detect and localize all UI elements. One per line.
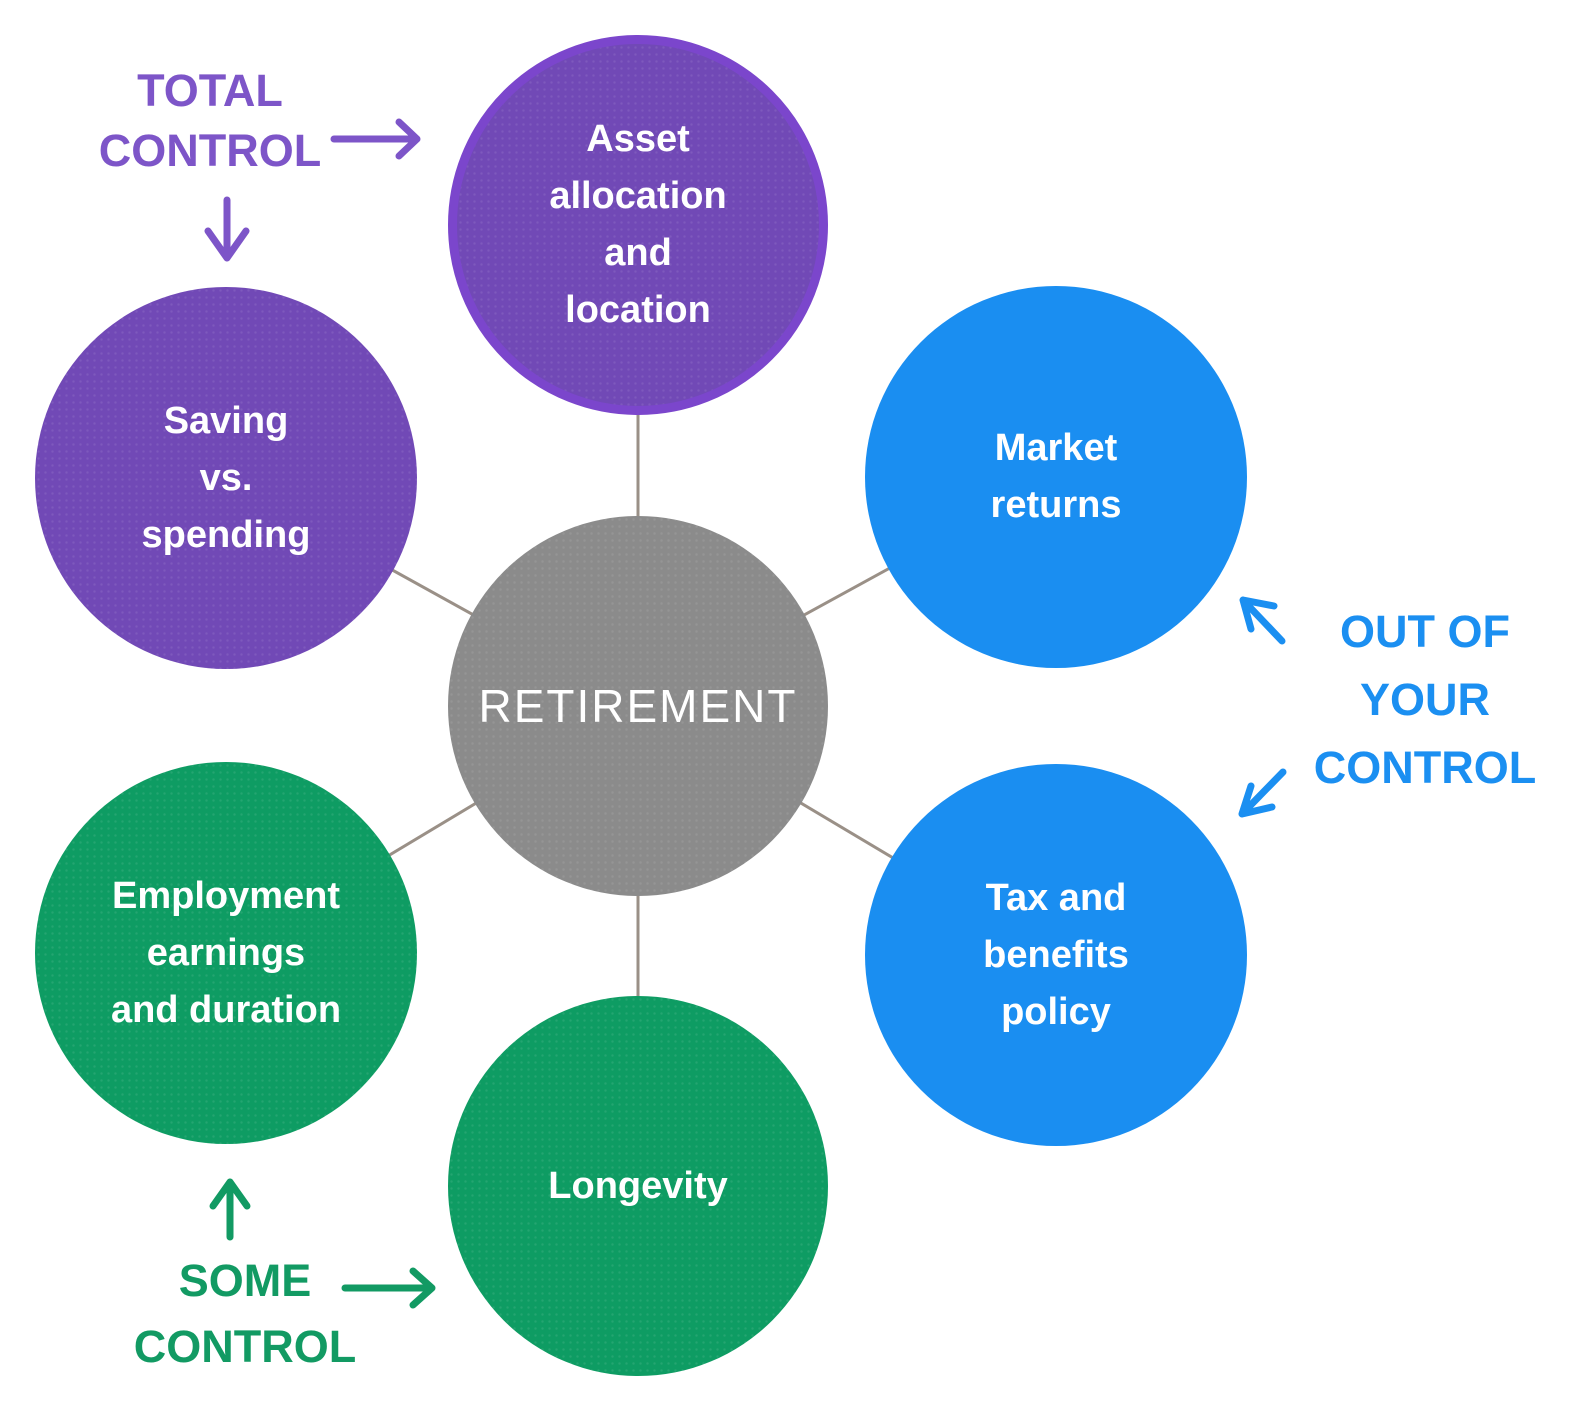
arrow-down-left-icon (1238, 768, 1287, 818)
annotation-out-of-your-control: OUT OF YOUR CONTROL (1313, 606, 1537, 793)
node-tax-benefits-policy: Tax and benefits policy (865, 764, 1247, 1146)
node-saving-vs-spending-label: Saving vs. spending (141, 399, 311, 556)
node-market-returns: Market returns (865, 286, 1247, 668)
annotation-some-control: SOME CONTROL (133, 1255, 357, 1372)
node-asset-allocation: Asset allocation and location (448, 35, 828, 415)
node-asset-allocation-label: Asset allocation and location (549, 118, 727, 331)
node-retirement-center: RETIREMENT (448, 516, 828, 896)
node-retirement-center-label: RETIREMENT (478, 680, 798, 732)
arrow-right-icon (330, 118, 421, 160)
annotation-total-control: TOTAL CONTROL (98, 65, 322, 176)
node-longevity: Longevity (448, 996, 828, 1376)
node-saving-vs-spending: Saving vs. spending (35, 287, 417, 669)
node-longevity-label: Longevity (548, 1164, 728, 1207)
node-tax-benefits-policy-label: Tax and benefits policy (983, 876, 1129, 1033)
arrow-down-icon (204, 196, 250, 262)
node-employment-earnings: Employment earnings and duration (35, 762, 417, 1144)
arrow-up-icon (209, 1178, 251, 1241)
node-employment-earnings-label: Employment earnings and duration (110, 874, 342, 1031)
node-market-returns-label: Market returns (990, 427, 1122, 526)
arrow-up-left-icon (1239, 596, 1286, 645)
